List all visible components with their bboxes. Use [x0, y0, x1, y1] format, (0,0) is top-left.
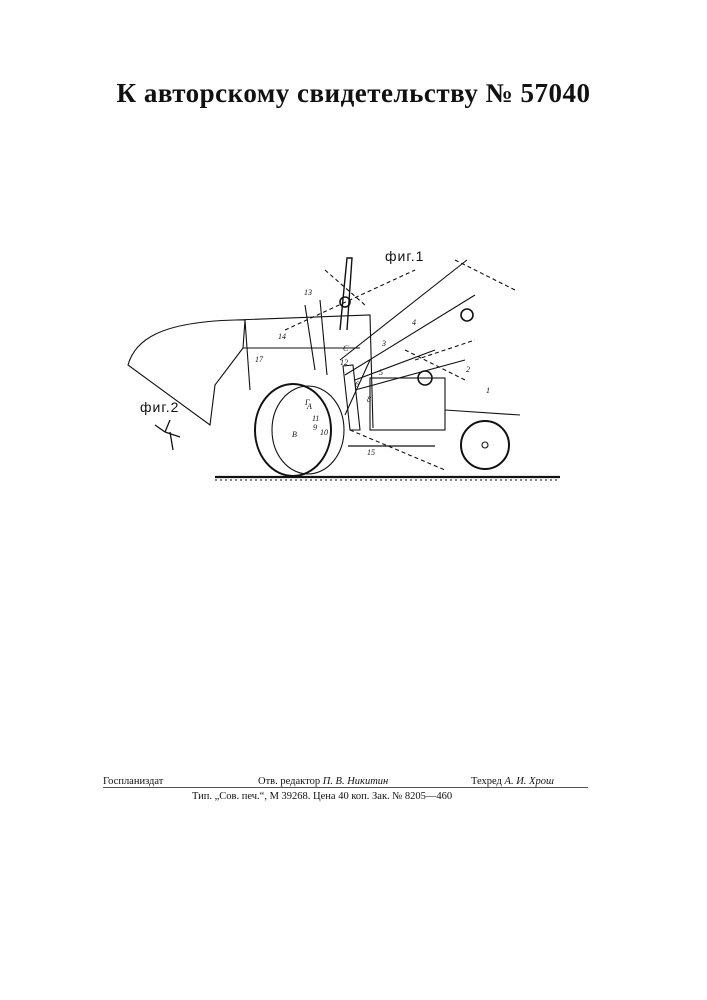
part-label: 9 [313, 423, 317, 432]
footer-editor: Отв. редактор П. В. Никитин [258, 776, 388, 787]
part-label: 4 [412, 318, 416, 327]
part-label: 14 [278, 332, 286, 341]
page-title: К авторскому свидетельству № 57040 [0, 78, 707, 109]
part-label: 10 [320, 428, 328, 437]
part-label: 6 [355, 380, 359, 389]
part-label: B [292, 430, 297, 439]
part-label: 15 [367, 448, 375, 457]
part-label: 12 [340, 358, 348, 367]
part-label: 1 [486, 386, 490, 395]
part-label: 17 [255, 355, 263, 364]
footer-tech: Техред А. И. Хрош [471, 776, 554, 787]
figure-2-sketch [155, 420, 180, 450]
footer-print-line: Тип. „Сов. печ.“, М 39268. Цена 40 коп. … [192, 791, 452, 802]
part-label: 13 [304, 288, 312, 297]
arm-lever [340, 258, 352, 330]
footer-tech-prefix: Техред [471, 776, 502, 787]
footer-divider [103, 787, 588, 788]
part-label: Г [305, 398, 310, 407]
footer-tech-name: А. И. Хрош [505, 776, 554, 787]
footer-editor-name: П. В. Никитин [323, 776, 389, 787]
part-label: 2 [466, 365, 470, 374]
part-label: C [343, 344, 348, 353]
rear-frame-box [370, 378, 445, 430]
rear-wheel [461, 421, 509, 469]
part-label: 5 [379, 368, 383, 377]
part-label: 11 [312, 414, 319, 423]
part-label: 3 [382, 339, 386, 348]
hopper-hood-outline [128, 320, 245, 425]
machine-drawing [115, 240, 560, 490]
footer-editor-prefix: Отв. редактор [258, 776, 320, 787]
footer-publisher: Госпланиздат [103, 776, 163, 787]
part-label: 8 [367, 395, 371, 404]
